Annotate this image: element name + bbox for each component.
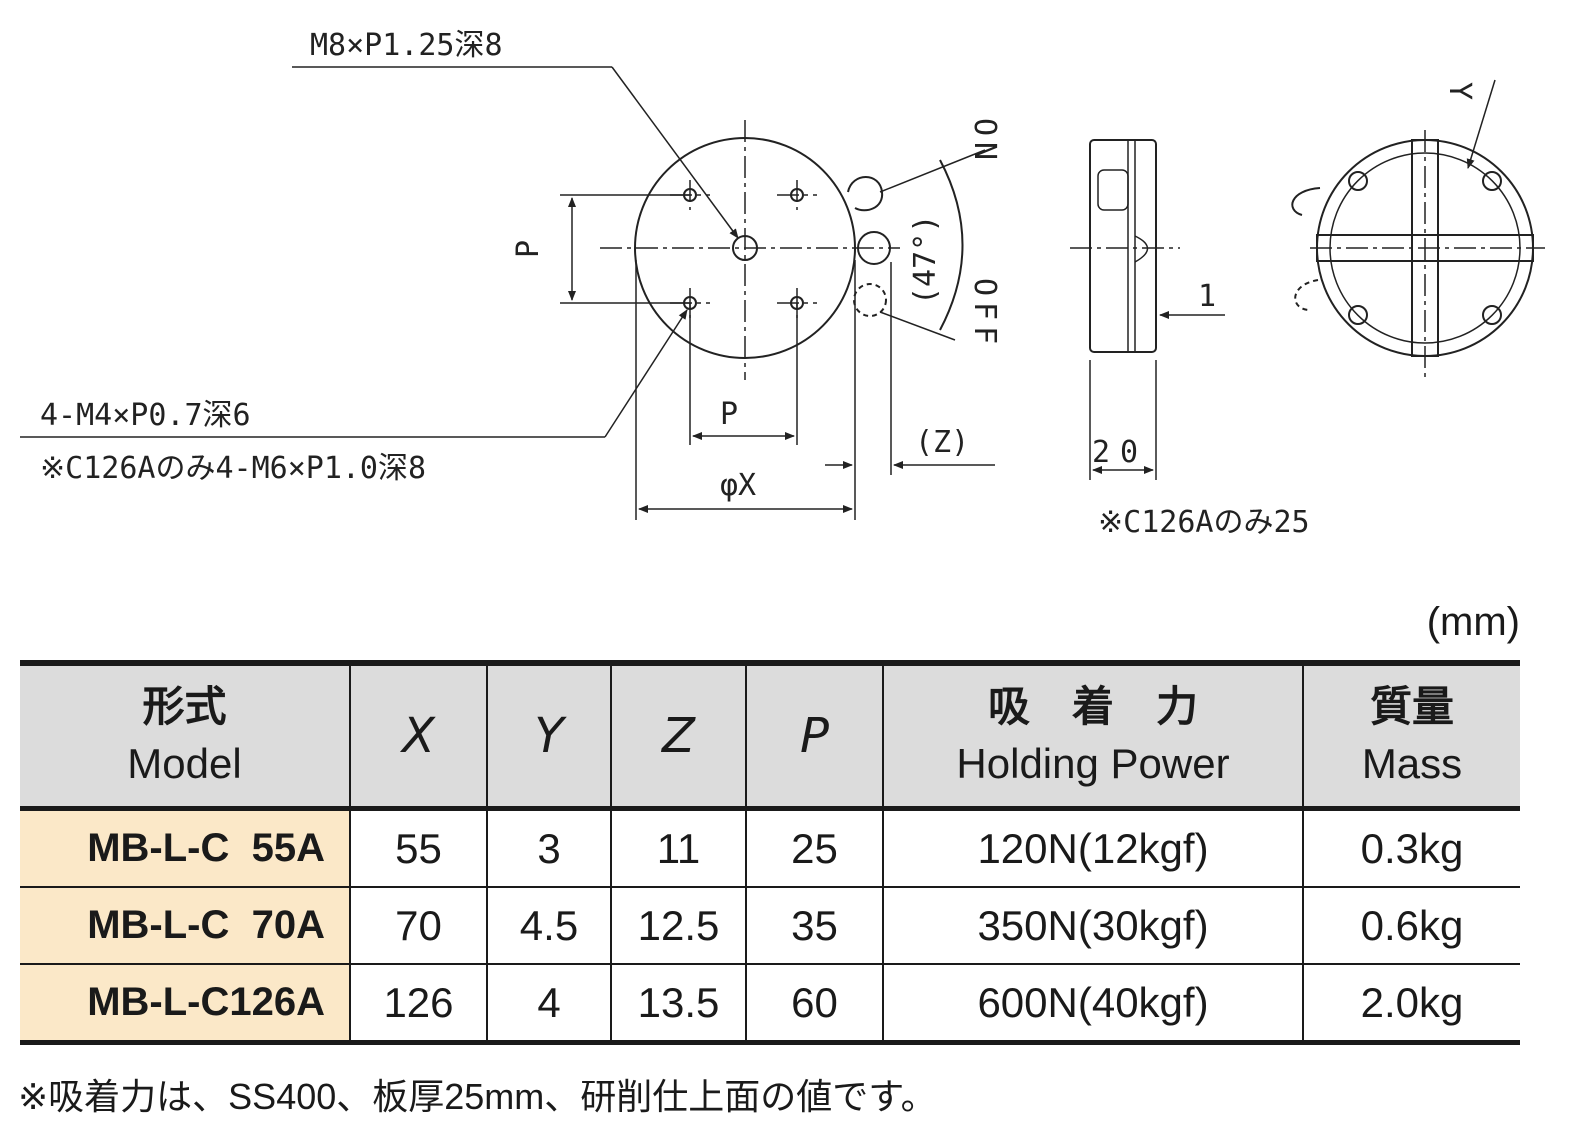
- dim-y: Y: [1442, 82, 1477, 100]
- header-p: P: [745, 660, 884, 811]
- cell-y: 3: [486, 807, 612, 888]
- dim-x: φX: [720, 468, 756, 503]
- cell-model: MB-L-C 55A: [20, 807, 351, 888]
- header-x: X: [349, 660, 488, 811]
- cell-holding-power: 120N(12kgf): [882, 807, 1304, 888]
- cell-p: 35: [745, 886, 884, 965]
- dim-z: (Z): [915, 425, 969, 460]
- technical-drawing: M8×P1.25深8 4-M4×P0.7深6 ※C126Aのみ4-M6×P1.0…: [20, 28, 1545, 540]
- unit-label: (mm): [1426, 600, 1520, 644]
- cell-y: 4.5: [486, 886, 612, 965]
- table-row: MB-L-C 70A 70 4.5 12.5 35 350N(30kgf) 0.…: [20, 886, 1520, 965]
- dim-gap: 1: [1198, 279, 1216, 314]
- cell-p: 60: [745, 963, 884, 1045]
- cell-z: 13.5: [610, 963, 747, 1045]
- thickness-note: ※C126Aのみ25: [1098, 505, 1310, 540]
- switch-off-label: OFF: [967, 278, 1002, 350]
- dim-p-vertical: P: [511, 240, 546, 258]
- cell-model: MB-L-C 70A: [20, 886, 351, 965]
- cell-holding-power: 600N(40kgf): [882, 963, 1304, 1045]
- tap-holes: [683, 188, 804, 310]
- table-row: MB-L-C126A 126 4 13.5 60 600N(40kgf) 2.0…: [20, 963, 1520, 1045]
- cell-p: 25: [745, 807, 884, 888]
- dim-thickness: 20: [1092, 435, 1148, 470]
- cell-holding-power: 350N(30kgf): [882, 886, 1304, 965]
- cell-mass: 0.3kg: [1302, 807, 1520, 888]
- cell-mass: 0.6kg: [1302, 886, 1520, 965]
- footnote: ※吸着力は、SS400、板厚25mm、研削仕上面の値です。: [18, 1076, 937, 1117]
- switch-knob: [847, 176, 884, 212]
- callout-tap-holes: 4-M4×P0.7深6: [40, 398, 251, 433]
- switch-on-label: ON: [967, 118, 1002, 166]
- dim-p-horizontal: P: [720, 397, 738, 432]
- cell-model: MB-L-C126A: [20, 963, 351, 1045]
- cell-z: 11: [610, 807, 747, 888]
- cell-x: 126: [349, 963, 488, 1045]
- table-row: MB-L-C 55A 55 3 11 25 120N(12kgf) 0.3kg: [20, 807, 1520, 888]
- cell-x: 55: [349, 807, 488, 888]
- cell-y: 4: [486, 963, 612, 1045]
- callout-center-tap: M8×P1.25深8: [310, 28, 503, 63]
- header-y: Y: [486, 660, 612, 811]
- header-z: Z: [610, 660, 747, 811]
- angle-label: (47°): [908, 215, 943, 305]
- cell-z: 12.5: [610, 886, 747, 965]
- callout-tap-holes-c126a: ※C126Aのみ4-M6×P1.0深8: [40, 451, 426, 486]
- cell-mass: 2.0kg: [1302, 963, 1520, 1045]
- cell-x: 70: [349, 886, 488, 965]
- side-view-outline: [1089, 139, 1157, 353]
